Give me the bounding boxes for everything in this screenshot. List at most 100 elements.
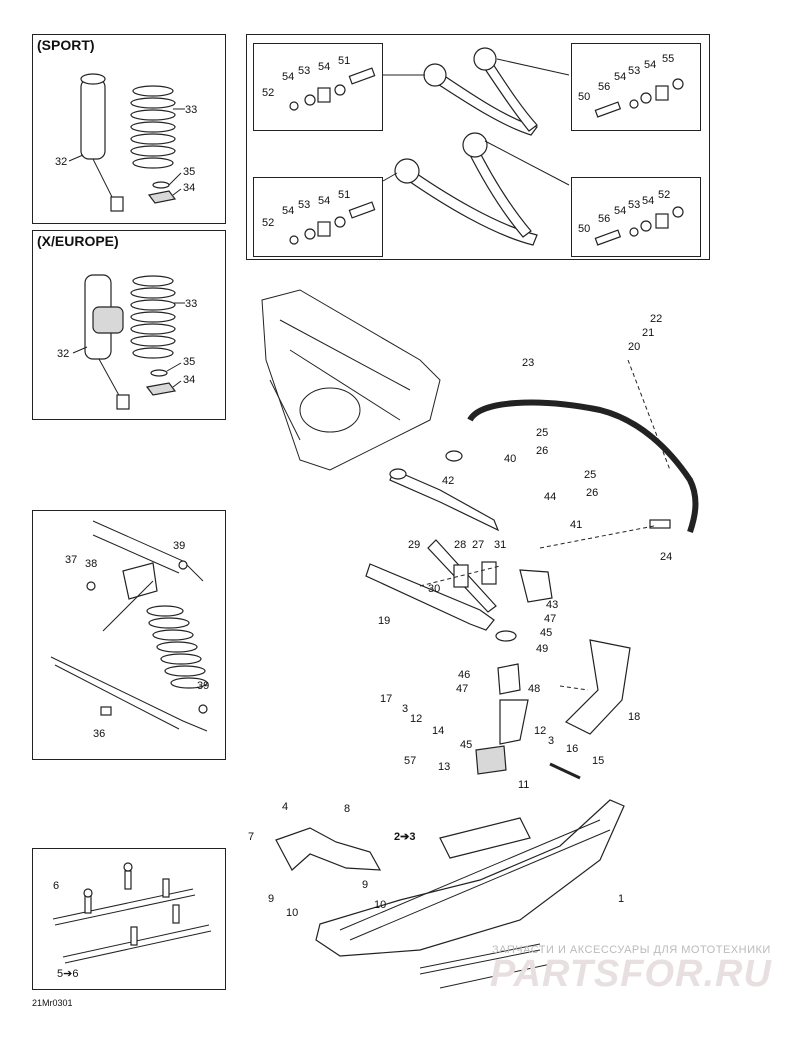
- label-52: 52: [658, 189, 670, 201]
- shock-mount-panel: 39 37 38 39 36: [32, 510, 226, 760]
- label-49: 49: [536, 643, 548, 655]
- label-39: 39: [173, 540, 185, 552]
- label-18: 18: [628, 711, 640, 723]
- chassis-frame: [261, 289, 441, 471]
- spindle-lower: [499, 699, 529, 745]
- label-25: 25: [536, 427, 548, 439]
- label-22: 22: [650, 313, 662, 325]
- shock-mount-drawing: 39 37 38 39 36: [50, 520, 209, 740]
- label-11: 11: [518, 779, 529, 791]
- label-51: 51: [338, 189, 350, 201]
- shock-lower-eye: [116, 394, 130, 410]
- label-53: 53: [298, 199, 310, 211]
- watermark-logo: PARTSFOR.RU: [490, 953, 772, 995]
- label-41: 41: [570, 519, 582, 531]
- label-47: 47: [544, 613, 556, 625]
- label-48: 48: [528, 683, 540, 695]
- mounted-spring: [146, 605, 208, 689]
- spring-stopper: [147, 190, 177, 204]
- ski-leg-cover: [564, 639, 631, 735]
- label-2-3: 2➔3: [394, 831, 415, 843]
- sport-panel: (SPORT) 33 32 35 34: [32, 34, 226, 224]
- ball-joint: [497, 663, 521, 695]
- spindle-part-28: [453, 564, 469, 588]
- label-3: 3: [402, 703, 408, 715]
- label-52: 52: [262, 217, 274, 229]
- label-35: 35: [183, 356, 195, 368]
- ski-bushing: [475, 745, 507, 775]
- label-27: 27: [472, 539, 484, 551]
- label-3: 3: [548, 735, 554, 747]
- a-arm-drawing: [382, 47, 570, 246]
- label-32: 32: [55, 156, 67, 168]
- label-54: 54: [642, 195, 654, 207]
- hardware-box-lower-right: 52 54 53 54 56 50: [571, 177, 701, 257]
- label-50: 50: [578, 91, 590, 103]
- label-39: 39: [197, 680, 209, 692]
- label-23: 23: [522, 357, 534, 369]
- lower-a-arm: [365, 563, 495, 631]
- label-10: 10: [374, 899, 386, 911]
- lower-a-arm-front: [402, 166, 538, 246]
- label-40: 40: [504, 453, 516, 465]
- label-12: 12: [410, 713, 422, 725]
- upper-a-arm: [389, 469, 500, 532]
- label-42: 42: [442, 475, 454, 487]
- label-21: 21: [642, 327, 654, 339]
- label-50: 50: [578, 223, 590, 235]
- lower-a-arm-rear: [466, 142, 532, 238]
- label-53: 53: [298, 65, 310, 77]
- label-54: 54: [318, 195, 330, 207]
- label-14: 14: [432, 725, 444, 737]
- label-47: 47: [456, 683, 468, 695]
- label-31: 31: [494, 539, 506, 551]
- label-25: 25: [584, 469, 596, 481]
- shock-lower-eye: [110, 196, 124, 212]
- spring-coil: [130, 275, 176, 359]
- hardware-box-lower-left: 54 53 54 51 52: [253, 177, 383, 257]
- runners-panel: 6 5➔6: [32, 848, 226, 990]
- label-36: 36: [93, 728, 105, 740]
- label-34: 34: [183, 182, 195, 194]
- label-24: 24: [660, 551, 672, 563]
- label-16: 16: [566, 743, 578, 755]
- label-26: 26: [586, 487, 598, 499]
- label-33: 33: [185, 104, 197, 116]
- label-46: 46: [458, 669, 470, 681]
- upper-a-arm-rear: [480, 53, 538, 132]
- label-30: 30: [428, 583, 440, 595]
- ski-mount-plate: [439, 817, 531, 859]
- ski-handle: [275, 827, 382, 871]
- label-8: 8: [344, 803, 350, 815]
- label-34: 34: [183, 374, 195, 386]
- label-54: 54: [282, 71, 294, 83]
- europe-shock-drawing: 33 32 35 34: [57, 274, 197, 410]
- label-57: 57: [404, 755, 416, 767]
- watermark-caption: ЗАПЧАСТИ И АКСЕССУАРЫ ДЛЯ МОТОТЕХНИКИ: [492, 944, 771, 956]
- ski: [315, 799, 625, 957]
- label-5-6: 5➔6: [57, 968, 78, 980]
- label-53: 53: [628, 65, 640, 77]
- shock-rod: [92, 158, 116, 204]
- spring-coil: [130, 85, 176, 169]
- sway-bar-end: [649, 519, 671, 529]
- label-19: 19: [378, 615, 390, 627]
- label-32: 32: [57, 348, 69, 360]
- label-37: 37: [65, 554, 77, 566]
- label-54: 54: [644, 59, 656, 71]
- label-9: 9: [362, 879, 368, 891]
- label-45: 45: [540, 627, 552, 639]
- label-51: 51: [338, 55, 350, 67]
- label-4: 4: [282, 801, 288, 813]
- label-33: 33: [185, 298, 197, 310]
- label-10: 10: [286, 907, 298, 919]
- label-28: 28: [454, 539, 466, 551]
- label-55: 55: [662, 53, 674, 65]
- spring-clip: [152, 181, 170, 189]
- label-44: 44: [544, 491, 556, 503]
- label-38: 38: [85, 558, 97, 570]
- sport-panel-title: (SPORT): [37, 37, 95, 53]
- label-12: 12: [534, 725, 546, 737]
- label-26: 26: [536, 445, 548, 457]
- label-13: 13: [438, 761, 450, 773]
